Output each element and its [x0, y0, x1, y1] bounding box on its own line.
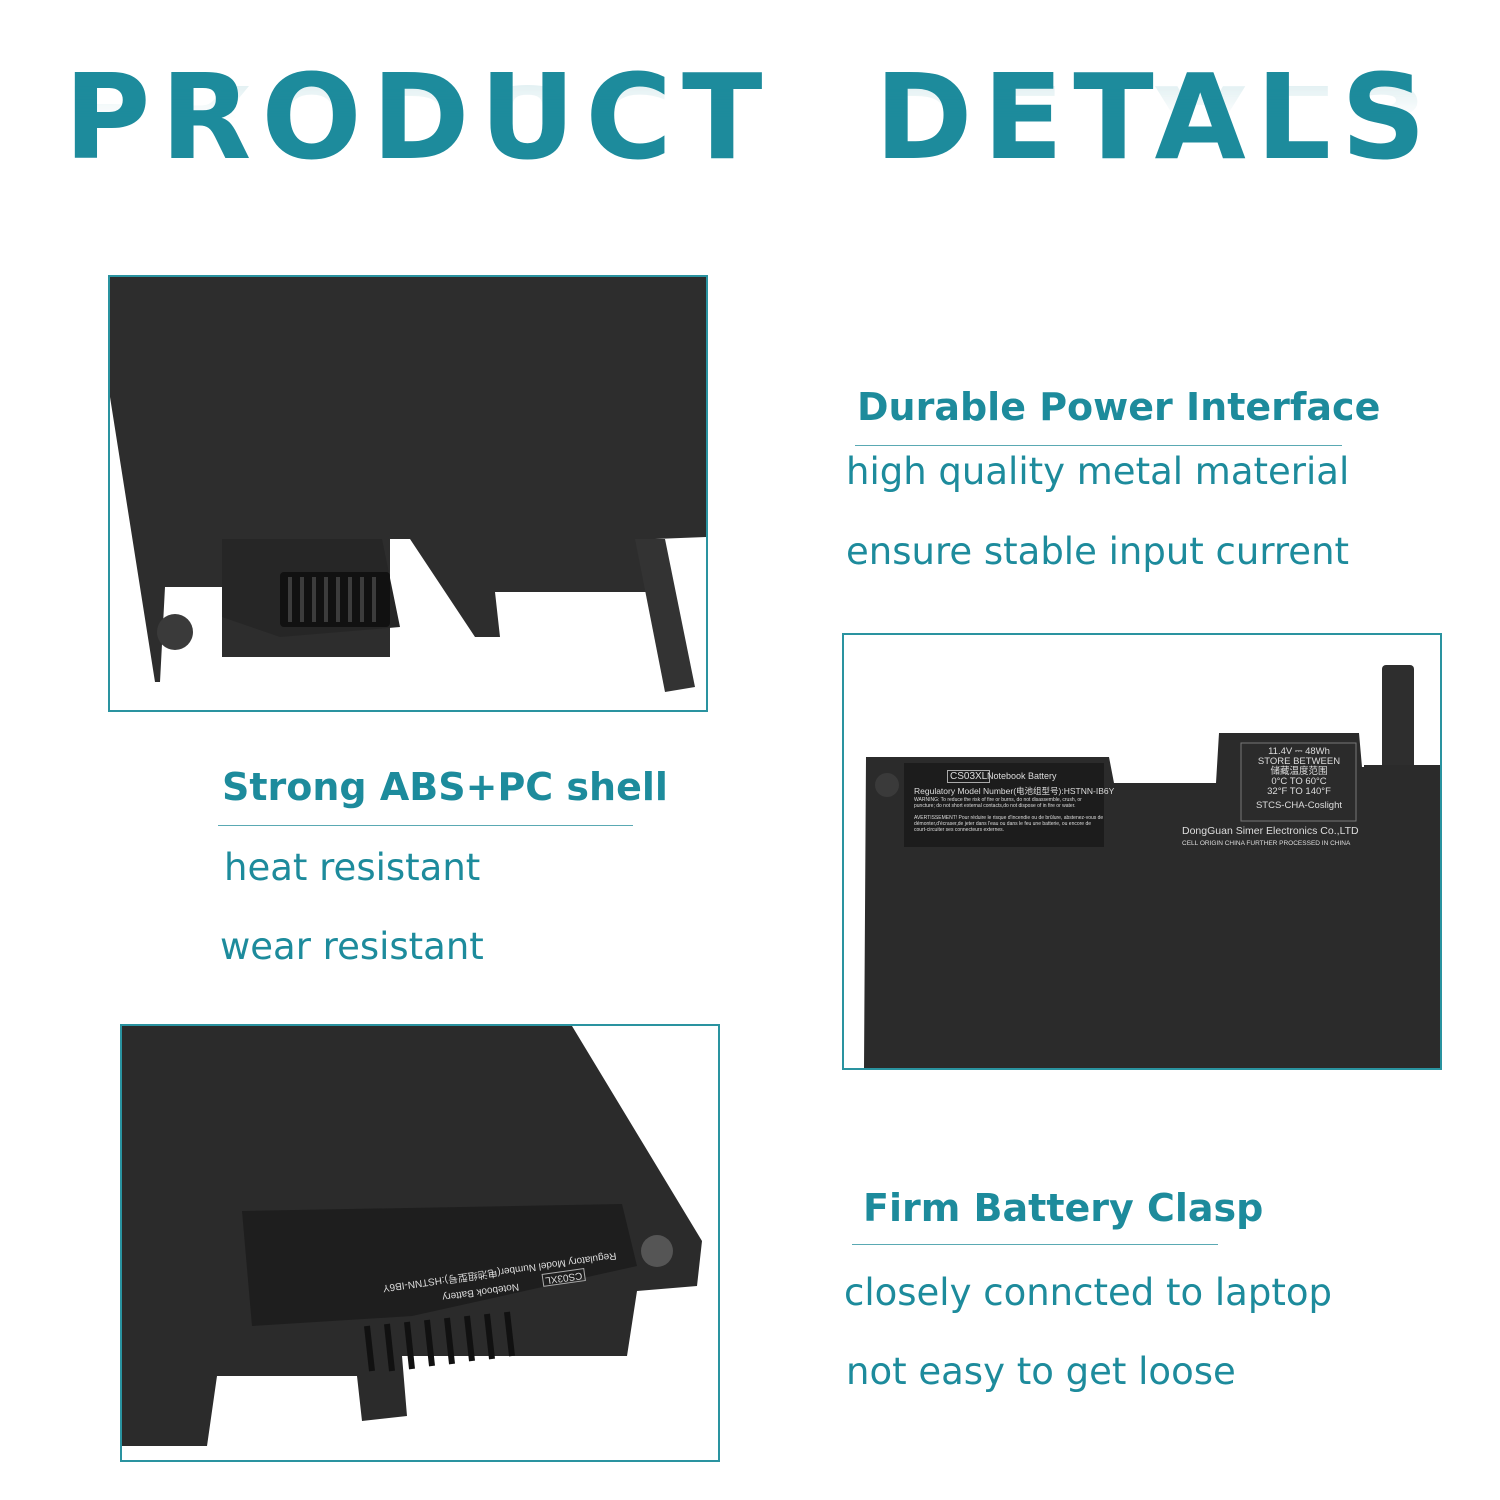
feature-heading: Durable Power Interface — [857, 385, 1381, 429]
feature-heading: Firm Battery Clasp — [863, 1186, 1264, 1230]
label-spec: 11.4V ⎓ 48Wh STORE BETWEEN 储藏温度范围 0°C TO… — [1244, 747, 1354, 811]
feature-line: heat resistant — [224, 846, 481, 889]
battery-label-image — [864, 665, 1440, 1068]
divider — [218, 825, 633, 826]
feature-line: closely conncted to laptop — [844, 1271, 1332, 1314]
battery-clasp — [635, 539, 695, 692]
screw-icon — [157, 614, 193, 650]
spec-cert: STCS-CHA-Coslight — [1255, 800, 1343, 811]
feature-line: not easy to get loose — [846, 1350, 1236, 1393]
feature-heading: Strong ABS+PC shell — [222, 765, 668, 809]
spec-voltage: 11.4V ⎓ 48Wh — [1268, 746, 1330, 757]
feature-line: wear resistant — [220, 925, 484, 968]
spec-celsius: 0°C TO 60°C — [1271, 776, 1327, 787]
page-title: PRODUCT DETALS — [63, 48, 1437, 186]
spec-fahrenheit: 32°F TO 140°F — [1267, 786, 1331, 797]
label-avertissement: AVERTISSEMENT! Pour réduire le risque d'… — [914, 815, 1104, 833]
image-panel-clasp: Regulatory Model Number(电池组型号):HSTNN-IB6… — [120, 1024, 720, 1462]
feature-line: high quality metal material — [846, 450, 1350, 493]
label-model: CS03XL — [947, 770, 991, 783]
label-warning: WARNING: To reduce the risk of fire or b… — [914, 797, 1082, 809]
label-maker: DongGuan Simer Electronics Co.,LTD — [1182, 825, 1359, 837]
feature-line: ensure stable input current — [846, 530, 1350, 573]
label-type: Notebook Battery — [987, 771, 1057, 781]
label-origin: CELL ORIGIN CHINA FURTHER PROCESSED IN C… — [1182, 840, 1351, 847]
image-panel-connector — [108, 275, 708, 712]
battery-clasp-image — [122, 1026, 702, 1446]
spec-store-cn: 储藏温度范围 — [1270, 766, 1328, 777]
spec-store: STORE BETWEEN — [1257, 756, 1341, 767]
divider — [852, 1244, 1218, 1245]
divider — [855, 445, 1342, 446]
screw-icon — [875, 773, 899, 797]
screw-icon — [641, 1235, 673, 1267]
battery-connector-image — [110, 277, 706, 692]
label-regulatory: Regulatory Model Number(电池组型号):HSTNN-IB6… — [914, 786, 1115, 796]
battery-clasp — [1382, 665, 1414, 785]
image-panel-label: CS03XL Notebook Battery Regulatory Model… — [842, 633, 1442, 1070]
page-title-reflection: PRODUCT DETALS — [63, 69, 1437, 152]
